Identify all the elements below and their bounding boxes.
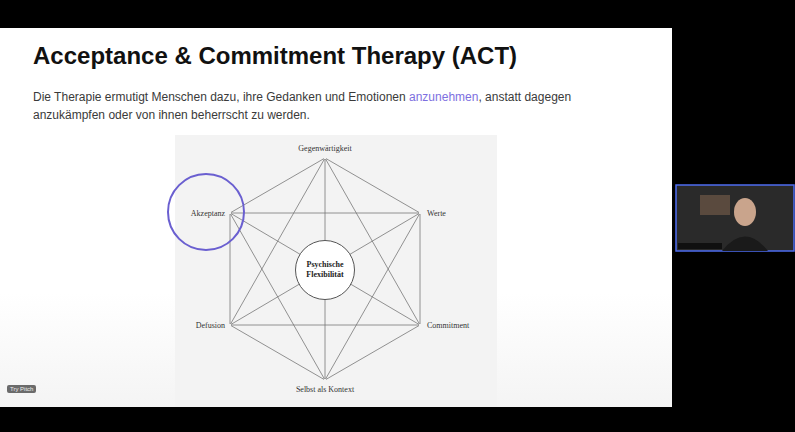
webcam-name-bar xyxy=(678,243,722,249)
connector-line xyxy=(231,326,324,380)
hexagon-vertex: Commitment xyxy=(419,324,421,326)
connector-line xyxy=(231,214,419,325)
connector-line xyxy=(326,159,419,213)
webcam-background xyxy=(700,195,730,215)
connector-line xyxy=(231,159,324,213)
vertex-label: Gegenwärtigkeit xyxy=(298,144,351,153)
subtitle-text: Die Therapie ermutigt Menschen dazu, ihr… xyxy=(33,90,406,104)
hexagon-vertex: Gegenwärtigkeit xyxy=(324,157,326,159)
vertex-label: Commitment xyxy=(427,321,469,330)
center-label: Psychische Flexibilität xyxy=(303,260,347,280)
slide-subtitle: Die Therapie ermutigt Menschen dazu, ihr… xyxy=(33,88,593,124)
connector-line xyxy=(230,214,231,324)
connector-line xyxy=(420,214,421,324)
hexagon-vertex: Werte xyxy=(419,212,421,214)
connector-line xyxy=(231,213,419,214)
vertex-label: Defusion xyxy=(196,321,225,330)
connector-line xyxy=(326,159,420,324)
vertex-label: Akzeptanz xyxy=(191,209,225,218)
center-circle: Psychische Flexibilität xyxy=(295,240,355,300)
webcam-person-head xyxy=(734,198,756,226)
connector-line xyxy=(231,159,325,324)
connector-line xyxy=(326,326,419,380)
vertex-label: Werte xyxy=(427,209,446,218)
hexagon-vertex: Akzeptanz xyxy=(229,212,231,214)
slide-title: Acceptance & Commitment Therapy (ACT) xyxy=(33,42,517,70)
connector-line xyxy=(231,214,419,325)
webcam-tile xyxy=(676,185,794,251)
hexagon-vertex: Selbst als Kontext xyxy=(324,379,326,381)
webcam-person-body xyxy=(722,237,768,252)
connector-line xyxy=(231,325,419,326)
hexagon-vertex: Defusion xyxy=(229,324,231,326)
watermark-badge: Try Pitch xyxy=(7,385,36,393)
highlighted-word: anzunehmen xyxy=(409,90,478,104)
vertex-label: Selbst als Kontext xyxy=(296,385,354,394)
connector-line xyxy=(326,214,420,379)
highlight-circle xyxy=(168,174,244,250)
image-panel xyxy=(175,135,497,407)
